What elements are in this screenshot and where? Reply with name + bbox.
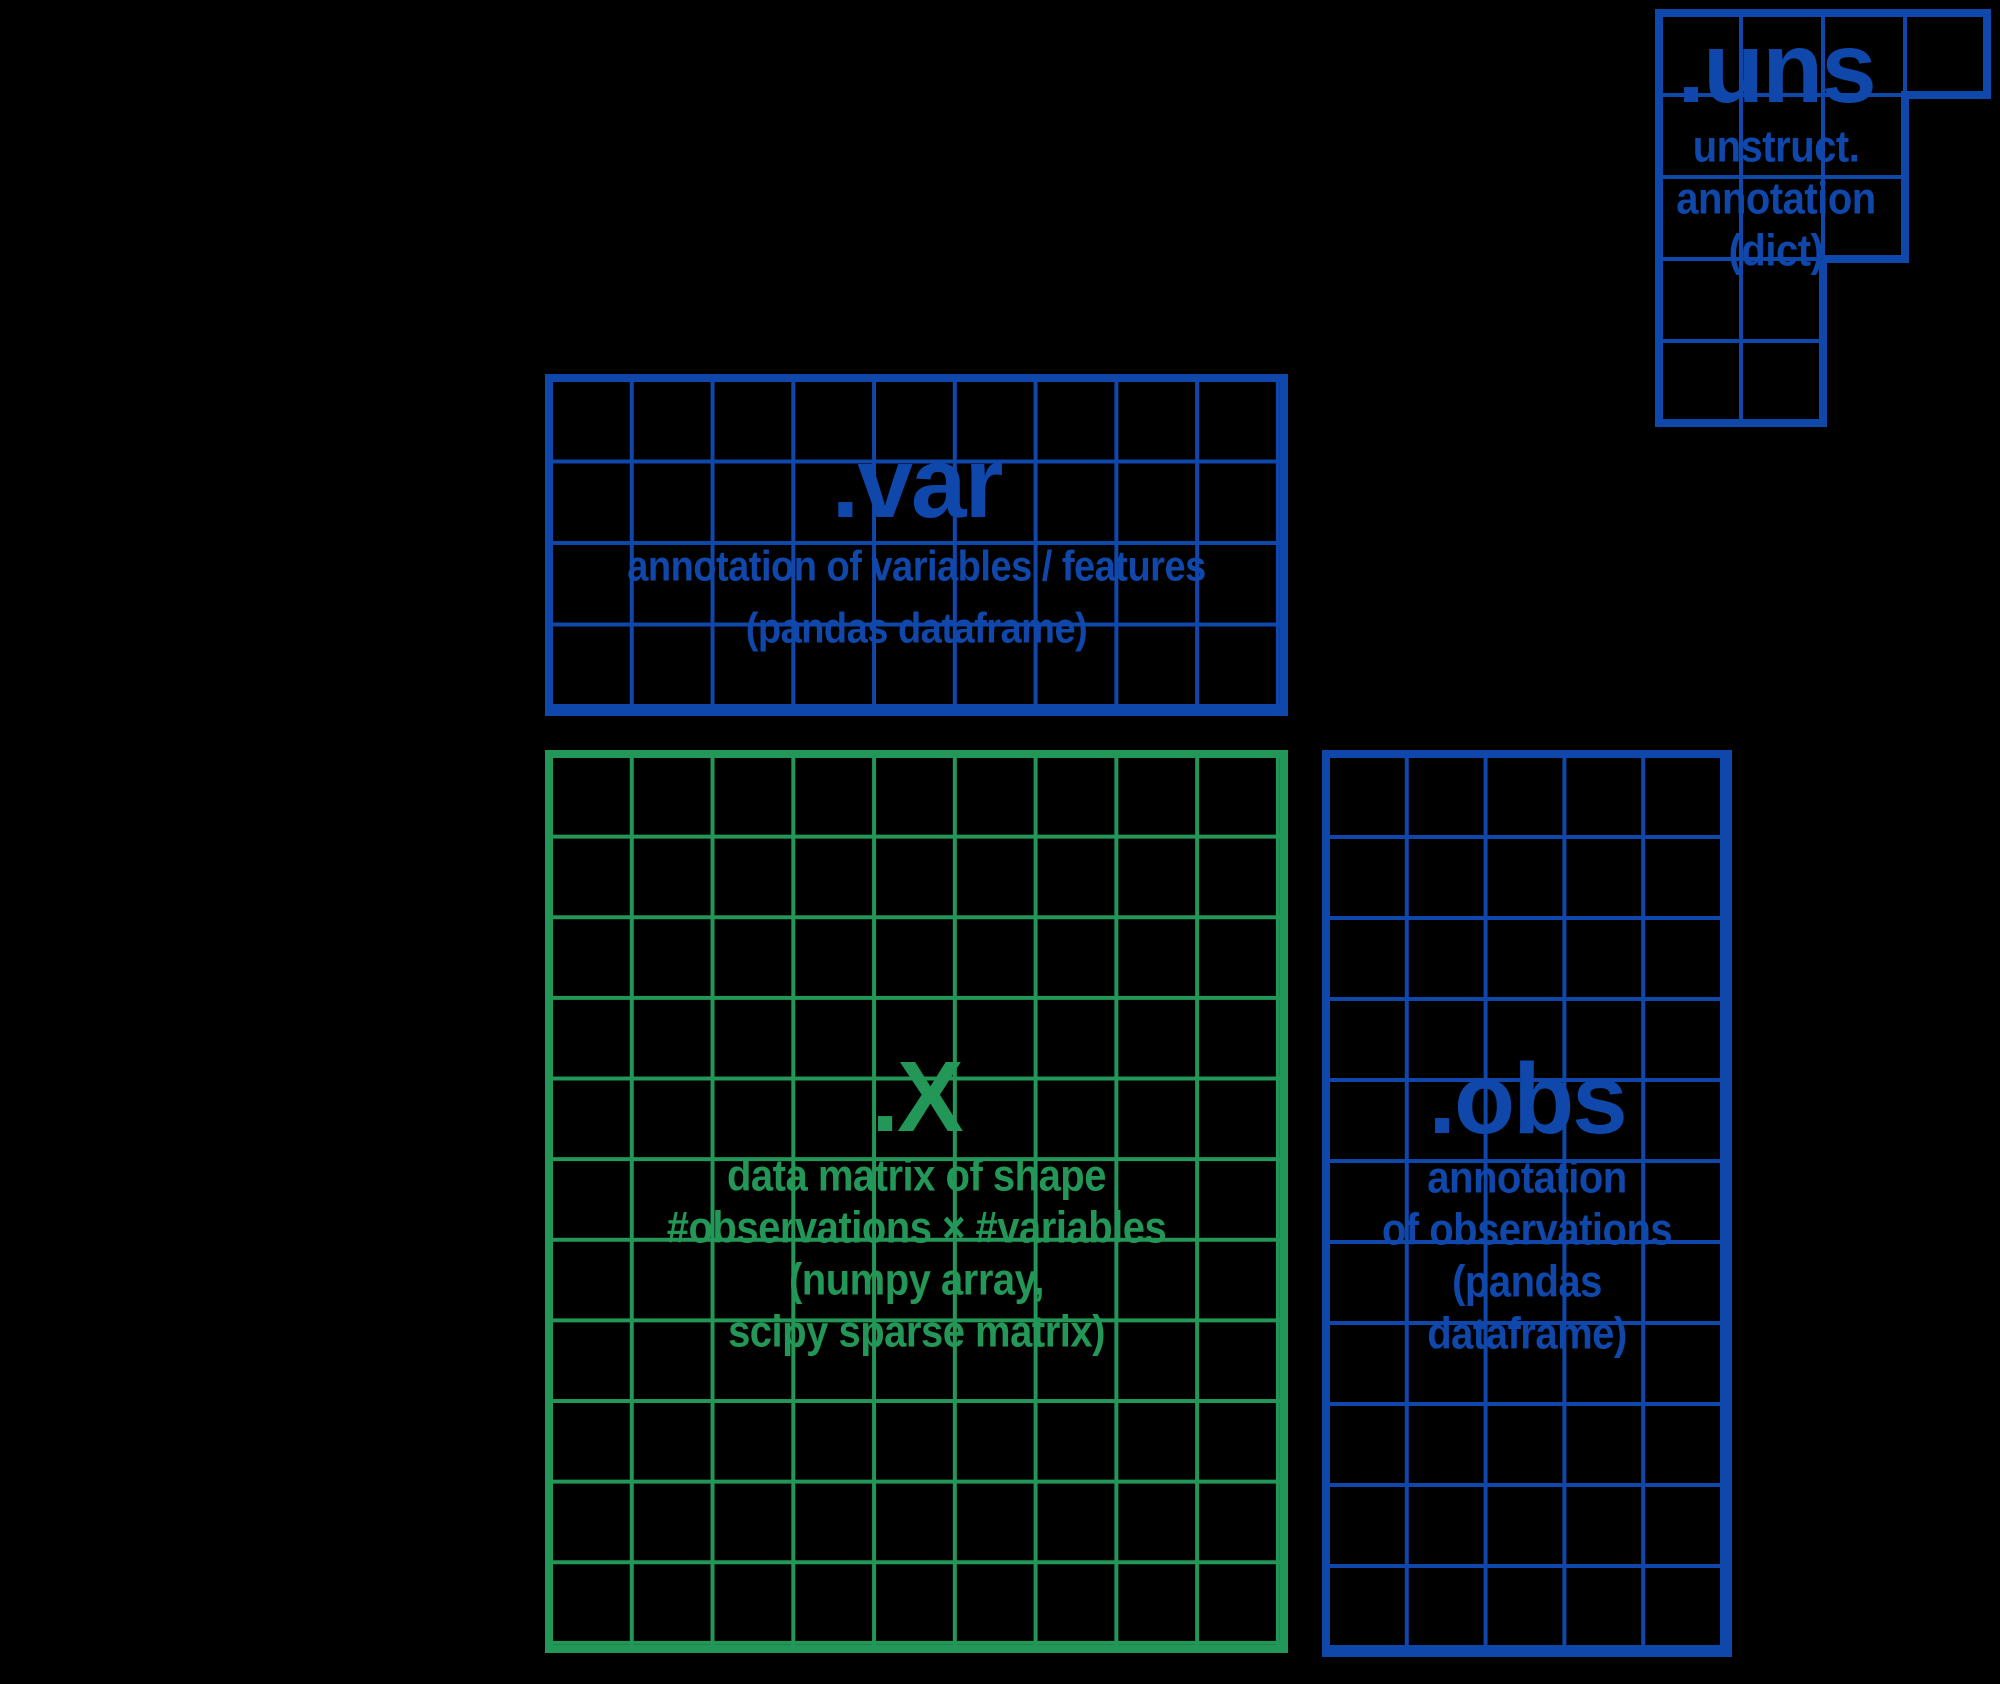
uns-desc-line-3: (dict) — [1728, 226, 1824, 276]
uns-label: .uns — [1677, 12, 1877, 124]
x-desc-line-3: (numpy array, — [788, 1255, 1045, 1305]
obs-desc-line-1: annotation — [1427, 1153, 1627, 1203]
var-text-group: .var annotation of variables / features … — [545, 374, 1288, 716]
obs-desc-line-3: (pandas — [1452, 1257, 1602, 1307]
obs-desc-line-4: dataframe) — [1427, 1309, 1627, 1359]
obs-desc-line-2: of observations — [1381, 1205, 1673, 1255]
obs-grid — [1322, 750, 1732, 1657]
uns-text-group: .uns unstruct. annotation (dict) — [1650, 16, 1902, 277]
uns-desc-line-1: unstruct. — [1692, 122, 1860, 172]
var-block: .var annotation of variables / features … — [545, 374, 1288, 716]
var-grid — [545, 374, 1288, 716]
uns-desc-line-2: annotation — [1676, 174, 1876, 224]
obs-text-group: .obs annotation of observations (pandas … — [1322, 750, 1732, 1657]
x-label: .X — [871, 1041, 963, 1153]
uns-grid-svg — [1655, 9, 1991, 427]
x-desc-line-1: data matrix of shape — [726, 1151, 1107, 1201]
x-desc-line-4: scipy sparse matrix) — [728, 1307, 1105, 1357]
var-label: .var — [831, 426, 1004, 539]
uns-block: .uns unstruct. annotation (dict) — [1650, 4, 1994, 428]
var-desc-line-1: annotation of variables / features — [627, 542, 1206, 591]
obs-block: .obs annotation of observations (pandas … — [1322, 750, 1732, 1657]
var-desc-line-2: (pandas dataframe) — [745, 604, 1088, 653]
x-text-group: .X data matrix of shape #observations × … — [545, 750, 1288, 1653]
obs-label: .obs — [1428, 1043, 1628, 1155]
x-block: .X data matrix of shape #observations × … — [545, 750, 1288, 1653]
x-desc-line-2: #observations × #variables — [666, 1203, 1167, 1253]
x-grid — [545, 750, 1288, 1653]
